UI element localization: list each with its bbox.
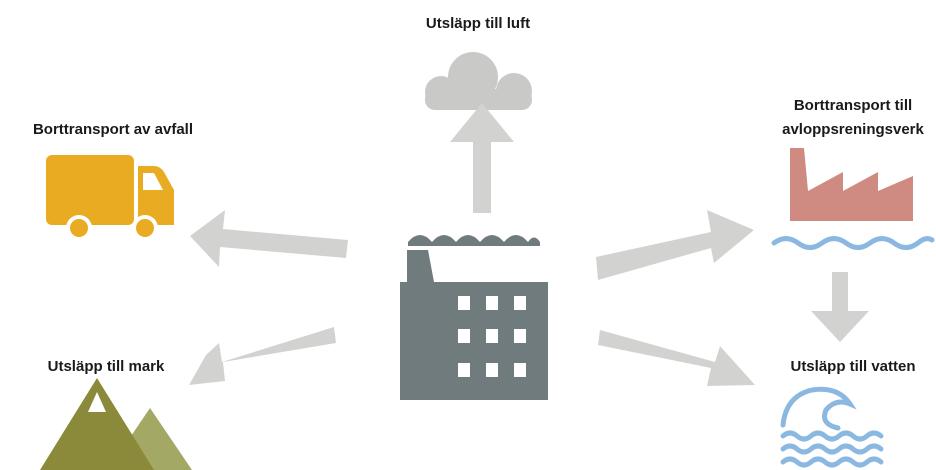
arrow-to-ground [189,327,336,385]
arrow-to-water [598,330,755,386]
factory-windows [458,296,526,377]
truck-icon [46,155,174,241]
arrow-to-air [450,103,514,213]
treatment-plant-icon [771,148,935,250]
arrow-to-waste [190,210,348,267]
arrow-plant-to-water [811,272,869,342]
label-water: Utsläpp till vatten [790,358,915,375]
wave-icon [780,386,884,468]
label-air: Utsläpp till luft [426,15,530,32]
label-sewage-line1: Borttransport till [794,97,912,114]
label-waste: Borttransport av avfall [33,121,193,138]
label-ground: Utsläpp till mark [48,358,165,375]
mountains-icon [40,378,192,470]
wave-line-1 [771,236,935,250]
arrow-to-sewage [596,210,754,280]
label-sewage-line2: avloppsreningsverk [782,121,924,138]
cloud-icon [425,52,532,110]
